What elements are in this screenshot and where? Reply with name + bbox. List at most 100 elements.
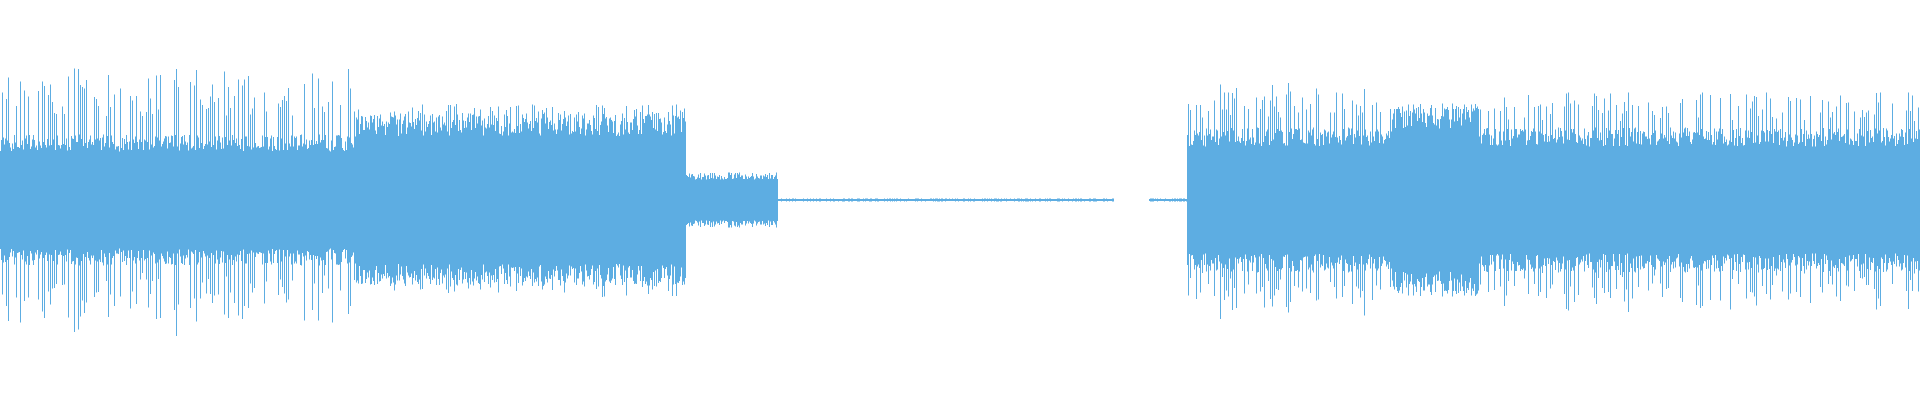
waveform-sample xyxy=(121,147,122,253)
waveform-sample xyxy=(844,198,845,202)
waveform-sample xyxy=(184,135,185,265)
waveform-sample xyxy=(908,198,909,202)
waveform-sample xyxy=(1095,198,1096,202)
waveform-sample xyxy=(960,199,961,202)
waveform-sample xyxy=(846,199,847,201)
waveform-sample xyxy=(591,131,592,269)
waveform-sample xyxy=(301,134,302,266)
waveform-sample xyxy=(35,147,36,253)
waveform-sample xyxy=(1507,129,1508,271)
waveform-sample xyxy=(404,116,405,284)
waveform-sample xyxy=(1186,198,1187,202)
waveform-sample xyxy=(1490,145,1491,255)
waveform-sample xyxy=(326,147,327,253)
waveform-sample xyxy=(1004,198,1005,202)
waveform-sample xyxy=(125,144,126,257)
waveform-sample xyxy=(273,137,274,263)
waveform-sample xyxy=(267,136,268,264)
waveform-sample xyxy=(1787,140,1788,260)
waveform-sample xyxy=(126,135,127,265)
waveform-sample xyxy=(1391,131,1392,269)
waveform-sample xyxy=(840,198,841,202)
waveform-sample xyxy=(198,137,199,263)
waveform-sample xyxy=(460,130,461,271)
waveform-sample xyxy=(204,146,205,254)
waveform-sample xyxy=(1675,132,1676,268)
waveform-sample xyxy=(1824,146,1825,254)
waveform-sample xyxy=(377,115,378,285)
waveform-sample xyxy=(245,136,246,264)
waveform-sample xyxy=(1678,145,1679,254)
waveform-sample xyxy=(962,199,963,201)
waveform-sample xyxy=(1695,133,1696,267)
waveform-sample xyxy=(507,115,508,285)
waveform-sample xyxy=(103,134,104,266)
waveform-sample xyxy=(556,134,557,266)
waveform-sample xyxy=(769,172,770,228)
waveform-sample xyxy=(1512,138,1513,262)
waveform-sample xyxy=(1871,138,1872,263)
waveform-sample xyxy=(1098,198,1099,202)
waveform-sample xyxy=(1281,130,1282,270)
waveform-sample xyxy=(670,124,671,276)
waveform-sample xyxy=(1052,198,1053,202)
waveform-sample xyxy=(1630,136,1631,264)
waveform-sample xyxy=(843,198,844,202)
waveform-sample xyxy=(1154,198,1155,202)
waveform-sample xyxy=(618,132,619,268)
waveform-sample xyxy=(26,135,27,265)
waveform-sample xyxy=(1373,136,1374,264)
waveform-sample xyxy=(34,140,35,260)
waveform-sample xyxy=(943,198,944,202)
waveform-sample xyxy=(216,149,217,251)
waveform-sample xyxy=(1847,129,1848,271)
waveform-sample xyxy=(1670,127,1671,273)
waveform-sample xyxy=(1078,198,1079,202)
waveform-sample xyxy=(1277,128,1278,272)
waveform-sample xyxy=(1858,146,1859,254)
waveform-sample xyxy=(1284,142,1285,258)
waveform-sample xyxy=(232,135,233,265)
waveform-sample xyxy=(1751,132,1752,268)
waveform-sample xyxy=(1721,133,1722,266)
waveform-sample xyxy=(723,179,724,221)
waveform-sample xyxy=(1432,115,1433,285)
waveform-sample xyxy=(562,123,563,277)
waveform-sample xyxy=(834,198,835,202)
waveform-sample xyxy=(1646,136,1647,264)
waveform-sample xyxy=(416,125,417,275)
waveform-sample xyxy=(1875,128,1876,272)
waveform-sample xyxy=(1588,132,1589,268)
waveform-sample xyxy=(175,135,176,265)
waveform-sample xyxy=(1827,139,1828,261)
waveform-sample xyxy=(806,198,807,202)
waveform-sample xyxy=(153,147,154,253)
waveform-sample xyxy=(1644,132,1645,268)
waveform-sample xyxy=(1034,199,1035,202)
waveform-sample xyxy=(586,129,587,271)
waveform-sample xyxy=(486,128,487,272)
waveform-sample xyxy=(1451,119,1452,281)
waveform-sample xyxy=(1903,136,1904,264)
waveform-sample xyxy=(1308,130,1309,270)
waveform-sample xyxy=(1378,131,1379,269)
waveform-sample xyxy=(1639,143,1640,257)
waveform-sample xyxy=(471,130,472,270)
waveform-sample xyxy=(1273,139,1274,261)
waveform-sample xyxy=(118,146,119,254)
waveform-sample xyxy=(389,124,390,276)
waveform-sample xyxy=(1227,130,1228,270)
waveform-sample xyxy=(1520,129,1521,271)
waveform-sample xyxy=(1015,198,1016,202)
waveform-sample xyxy=(1861,135,1862,265)
waveform-sample xyxy=(1614,138,1615,262)
waveform-sample xyxy=(221,148,222,252)
waveform-sample xyxy=(1479,136,1480,264)
waveform-sample xyxy=(1731,141,1732,259)
waveform-sample xyxy=(671,135,672,265)
waveform-sample xyxy=(969,199,970,202)
waveform-sample xyxy=(66,138,67,262)
waveform-sample xyxy=(428,124,429,276)
waveform-sample xyxy=(876,198,877,202)
waveform-sample xyxy=(59,145,60,255)
